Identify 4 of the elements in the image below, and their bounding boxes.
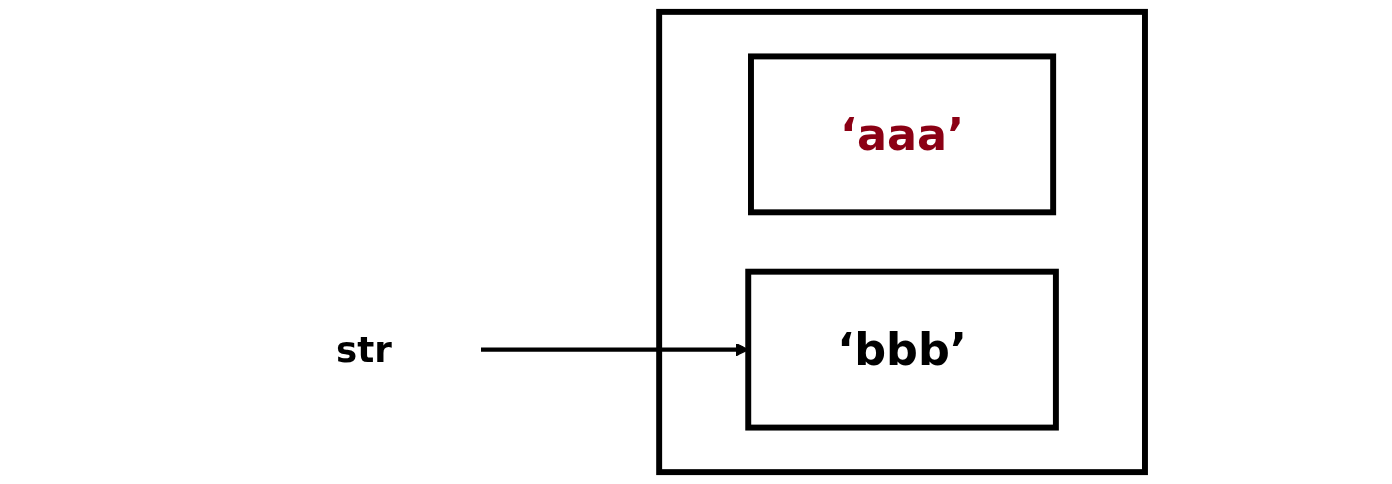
node-box: ‘bbb’ [745,268,1059,431]
node-box: ‘aaa’ [748,53,1057,216]
node-text: str [336,328,392,371]
cluster [656,8,1148,476]
